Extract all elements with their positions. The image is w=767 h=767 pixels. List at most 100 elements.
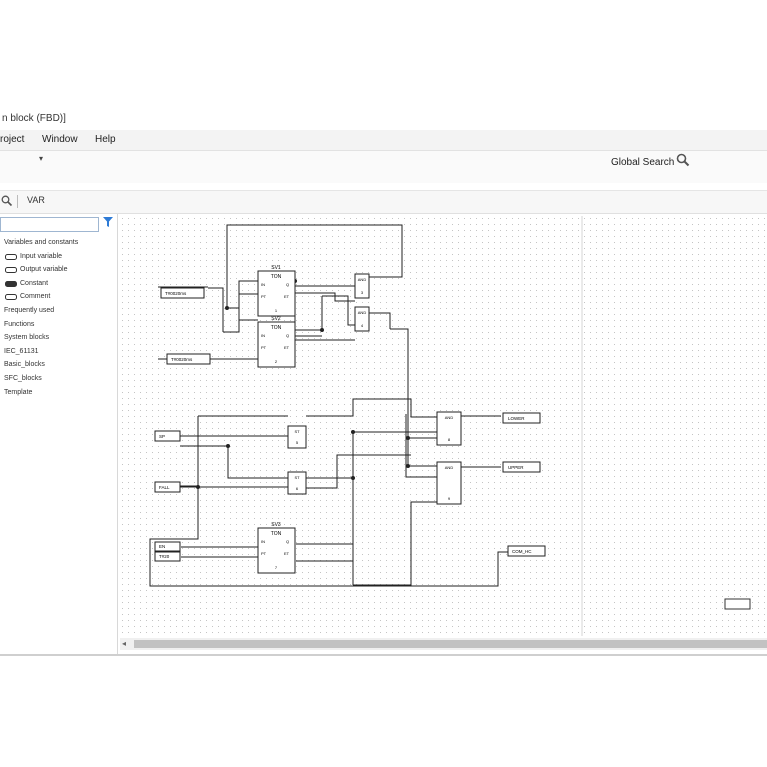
block-type: TON xyxy=(271,274,282,280)
block-type: AND xyxy=(358,310,367,315)
scrollbar-thumb[interactable] xyxy=(134,640,767,648)
toolbox-tree-item[interactable]: Comment xyxy=(4,290,78,304)
block-number: 1 xyxy=(275,308,278,313)
block-number: 2 xyxy=(275,359,278,364)
toolbox-tree-item[interactable]: Basic_blocks xyxy=(4,358,78,372)
input-variable-0020ms-a[interactable]: T#0020ms xyxy=(160,287,205,299)
output-variable-com-hc[interactable]: COM_HC xyxy=(507,545,546,557)
pin-label: ET xyxy=(284,551,290,556)
block-number: 8 xyxy=(448,437,451,442)
fbd-block-st-5[interactable]: ST 5 xyxy=(287,425,307,449)
menu-project[interactable]: roject xyxy=(0,134,25,145)
toolbox-tree-item[interactable]: Frequently used xyxy=(4,304,78,318)
input-variable-en[interactable]: EN xyxy=(154,541,181,552)
zoom-icon[interactable] xyxy=(1,195,13,207)
wire xyxy=(306,398,437,418)
variable-label: T#0020ms xyxy=(171,357,193,362)
pin-label: IN xyxy=(261,539,265,544)
wire xyxy=(322,295,355,326)
var-label[interactable]: VAR xyxy=(27,195,45,205)
wire xyxy=(149,519,508,587)
block-type: ST xyxy=(294,475,300,480)
variable-label: FALL xyxy=(159,485,170,490)
toolbox-tree-label: Output variable xyxy=(20,266,68,274)
toolbox-tree-item[interactable]: SFC_blocks xyxy=(4,372,78,386)
block-type: AND xyxy=(445,415,454,420)
toolbox-tree-item[interactable]: Input variable xyxy=(4,250,78,264)
input-variable-sp[interactable]: SP xyxy=(154,430,181,442)
variable-label: LOWER xyxy=(508,416,525,421)
status-divider xyxy=(0,654,767,656)
horizontal-scrollbar[interactable]: ◂ xyxy=(120,638,767,650)
input-variable-icon xyxy=(5,253,17,260)
input-variable-0020ms-b[interactable]: T#0020ms xyxy=(166,353,211,365)
menu-bar: roject Window Help xyxy=(0,130,767,151)
global-search-label[interactable]: Global Search xyxy=(611,157,675,168)
wire xyxy=(180,445,288,479)
fbd-block-st-6[interactable]: ST 6 xyxy=(287,471,307,495)
toolbox-tree-label: Functions xyxy=(4,320,35,328)
toolbox-tree-item[interactable]: IEC_61131 xyxy=(4,345,78,359)
input-variable-t20[interactable]: T#20 xyxy=(154,551,181,562)
block-type: AND xyxy=(445,465,454,470)
block-type: TON xyxy=(271,325,282,331)
block-instance: SV1 xyxy=(271,265,281,271)
toolbar-separator xyxy=(17,195,18,208)
filter-icon[interactable] xyxy=(103,217,113,227)
variable-label: T#0020ms xyxy=(165,291,187,296)
toolbox-tree-label: SFC_blocks xyxy=(4,374,42,382)
output-variable-lower[interactable]: LOWER xyxy=(502,412,541,424)
pin-label: Q xyxy=(286,282,289,287)
fbd-block-ton-2[interactable]: SV2 TON IN PT Q ET 2 xyxy=(257,316,296,368)
pin-label: PT xyxy=(261,294,267,299)
output-variable-icon xyxy=(5,267,17,274)
pin-label: ET xyxy=(284,294,290,299)
fbd-block-and-4[interactable]: AND 4 xyxy=(354,306,370,332)
wire xyxy=(353,501,437,586)
block-type: AND xyxy=(358,277,367,282)
filter-input[interactable] xyxy=(0,217,99,232)
fbd-diagram-canvas[interactable]: SV1 TON IN PT Q ET 1 SV2 TON IN PT Q ET … xyxy=(120,216,767,636)
fbd-block-and-3[interactable]: AND 3 xyxy=(354,273,370,299)
block-number: 4 xyxy=(361,323,364,328)
wire xyxy=(223,293,258,333)
wire xyxy=(405,414,437,478)
search-icon[interactable] xyxy=(676,153,690,167)
pin-label: Q xyxy=(286,539,289,544)
toolbox-tree-item[interactable]: Variables and constants xyxy=(4,236,78,250)
fbd-block-and-9[interactable]: AND 9 xyxy=(436,461,462,505)
block-number: 5 xyxy=(296,440,299,445)
block-number: 6 xyxy=(296,486,299,491)
block-number: 3 xyxy=(361,290,364,295)
toolbox-tree-item[interactable]: Functions xyxy=(4,318,78,332)
wire xyxy=(226,224,403,308)
scroll-left-icon[interactable]: ◂ xyxy=(122,639,127,648)
block-type: ST xyxy=(294,429,300,434)
fbd-block-ton-1[interactable]: SV1 TON IN PT Q ET 1 xyxy=(257,265,296,317)
toolbox-tree-label: Frequently used xyxy=(4,306,55,314)
pin-label: IN xyxy=(261,282,265,287)
variable-label: COM_HC xyxy=(512,549,532,554)
toolbox-tree-item[interactable]: Template xyxy=(4,386,78,400)
toolbox-tree-item[interactable]: System blocks xyxy=(4,331,78,345)
fbd-block-and-8[interactable]: AND 8 xyxy=(436,411,462,446)
output-variable-upper[interactable]: UPPER xyxy=(502,461,541,473)
dropdown-arrow-icon[interactable]: ▾ xyxy=(39,154,44,163)
fbd-block-ton-3[interactable]: SV3 TON IN PT Q ET 7 xyxy=(257,522,296,574)
wire xyxy=(369,312,391,329)
toolbox-tree-item[interactable]: Constant xyxy=(4,277,78,291)
input-variable-fall[interactable]: FALL xyxy=(154,481,181,493)
pin-label: IN xyxy=(261,333,265,338)
block-number: 7 xyxy=(275,565,278,570)
menu-help[interactable]: Help xyxy=(95,134,116,145)
menu-window[interactable]: Window xyxy=(42,134,78,145)
constant-icon xyxy=(5,280,17,287)
toolbox-tree-label: Constant xyxy=(20,279,49,287)
variable-label: UPPER xyxy=(508,465,524,470)
window-title: n block (FBD)] xyxy=(2,113,66,124)
pin-label: ET xyxy=(284,345,290,350)
wire xyxy=(306,454,411,489)
toolbox-tree-item[interactable]: Output variable xyxy=(4,263,78,277)
minimap-frame[interactable] xyxy=(724,598,751,610)
